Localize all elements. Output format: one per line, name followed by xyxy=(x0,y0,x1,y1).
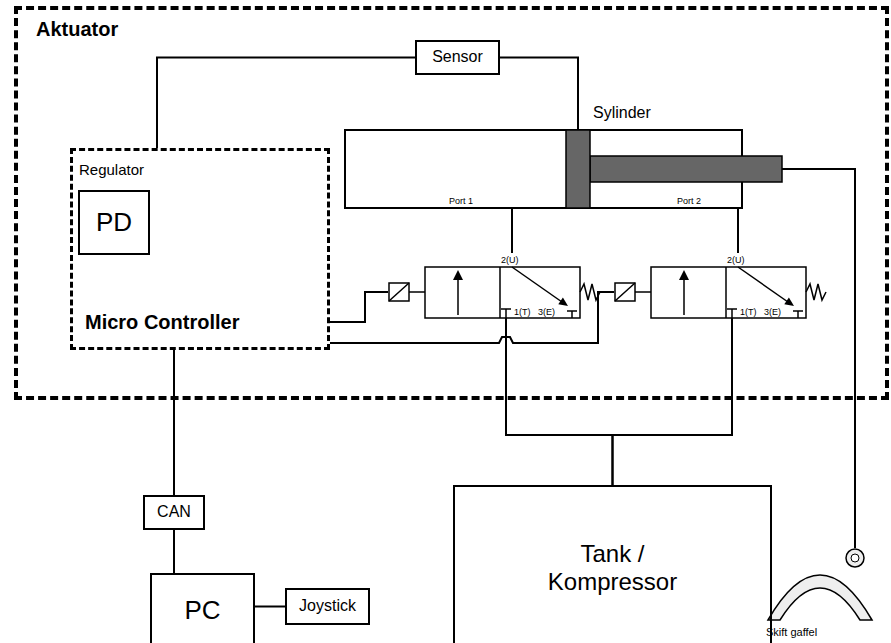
node-label: Joystick xyxy=(299,597,356,615)
computer-box: PC xyxy=(150,573,255,643)
port-label: Micro Controller xyxy=(85,311,239,334)
connector-line xyxy=(255,606,285,608)
node-label: Tank / Kompressor xyxy=(543,540,683,595)
connector-line xyxy=(173,350,175,495)
connector-line xyxy=(737,208,739,253)
connector-line xyxy=(330,292,388,322)
port-label: 1(T) xyxy=(514,307,531,317)
node-label: Regulator xyxy=(79,161,144,178)
connector-line xyxy=(506,333,613,485)
connector-line xyxy=(782,169,855,548)
node-label: PD xyxy=(96,208,132,238)
shift-fork xyxy=(768,575,872,620)
connector-line xyxy=(613,333,733,485)
port-label: 1(T) xyxy=(740,307,757,317)
node-label: Skift gaffel xyxy=(766,626,817,639)
port-label: 3(E) xyxy=(538,307,555,317)
node-label: 2(U) xyxy=(501,255,519,265)
node-label: Sylinder xyxy=(593,104,651,122)
valve-symbol xyxy=(615,267,826,333)
connector-line xyxy=(511,208,513,253)
shift-fork: Skift gaffel xyxy=(760,548,880,640)
cylinder: SylinderPort 1Port 2 xyxy=(345,130,782,208)
port-label: Port 1 xyxy=(449,196,473,206)
fork-hole xyxy=(851,554,859,562)
node-label: Aktuator xyxy=(36,18,118,41)
controller-boundary: RegulatorMicro Controller PD xyxy=(70,148,330,350)
tank-box: Tank / Kompressor xyxy=(453,485,772,643)
valve: 2(U) 1(T) 3(E) xyxy=(614,253,832,333)
connector-line xyxy=(500,58,578,131)
sensor-box: Sensor xyxy=(415,40,500,75)
piston xyxy=(566,130,590,208)
bus-box: CAN xyxy=(143,495,205,530)
joystick-box: Joystick xyxy=(285,588,370,625)
connector-line xyxy=(330,292,614,343)
connector-line xyxy=(157,58,415,149)
fork-boss xyxy=(846,549,864,567)
node-label: CAN xyxy=(157,503,191,521)
port-label: Port 2 xyxy=(677,196,701,206)
node-label: Sensor xyxy=(432,48,483,66)
module-boundary: AktuatorSensorRegulatorMicro Controller P… xyxy=(14,6,889,400)
node-label: 2(U) xyxy=(727,255,745,265)
valve: 2(U) 1(T) 3(E) xyxy=(388,253,606,333)
port-label: 3(E) xyxy=(764,307,781,317)
valve-symbol xyxy=(389,267,600,333)
regulator-box: PD xyxy=(78,190,150,255)
node-label: PC xyxy=(184,596,220,626)
piston-rod xyxy=(590,156,782,182)
connector-line xyxy=(173,530,175,573)
